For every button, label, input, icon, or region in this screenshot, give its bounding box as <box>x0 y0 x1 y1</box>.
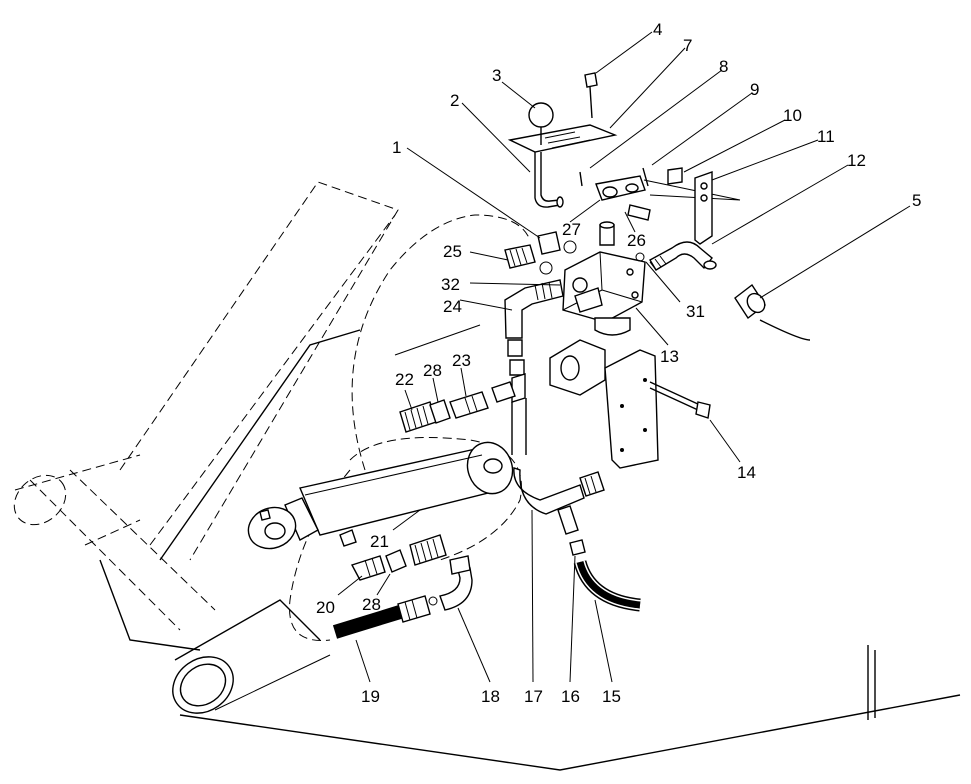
callout-10: 10 <box>783 106 802 125</box>
callout-21: 21 <box>370 532 389 551</box>
callout-13: 13 <box>660 347 679 366</box>
leader-lines <box>337 31 911 683</box>
callout-31: 31 <box>686 302 705 321</box>
part-callouts: 1 2 3 4 5 7 8 9 10 11 12 13 14 15 16 17 … <box>316 20 921 706</box>
callout-28-upper: 28 <box>423 361 442 380</box>
callout-11: 11 <box>817 127 835 146</box>
callout-2: 2 <box>450 91 459 110</box>
valve-inlet-fittings <box>504 231 577 357</box>
machine-frame <box>13 181 961 771</box>
cylinder-fittings <box>350 381 516 581</box>
callout-25: 25 <box>443 242 462 261</box>
callout-8: 8 <box>719 57 728 76</box>
callout-1: 1 <box>392 138 401 157</box>
callout-15: 15 <box>602 687 621 706</box>
callout-20: 20 <box>316 598 335 617</box>
callout-22: 22 <box>395 370 414 389</box>
cylinder-hose <box>332 555 473 639</box>
callout-28-lower: 28 <box>362 595 381 614</box>
callout-16: 16 <box>561 687 580 706</box>
callout-27: 27 <box>562 220 581 239</box>
right-fittings <box>643 167 766 320</box>
callout-7: 7 <box>683 36 692 55</box>
callout-5: 5 <box>912 191 921 210</box>
return-hose <box>573 560 641 612</box>
hydraulic-cylinder <box>247 441 514 550</box>
callout-14: 14 <box>737 463 756 482</box>
control-lever-assembly <box>507 72 651 246</box>
callout-4: 4 <box>653 20 662 39</box>
callout-32: 32 <box>441 275 460 294</box>
callout-17: 17 <box>524 687 543 706</box>
callout-3: 3 <box>492 66 501 85</box>
callout-12: 12 <box>847 151 866 170</box>
mounting-block <box>549 339 711 469</box>
control-valve <box>562 251 646 336</box>
callout-24: 24 <box>443 297 462 316</box>
callout-23: 23 <box>452 351 471 370</box>
callout-18: 18 <box>481 687 500 706</box>
callout-26: 26 <box>627 231 646 250</box>
callout-9: 9 <box>750 80 759 99</box>
callout-19: 19 <box>361 687 380 706</box>
